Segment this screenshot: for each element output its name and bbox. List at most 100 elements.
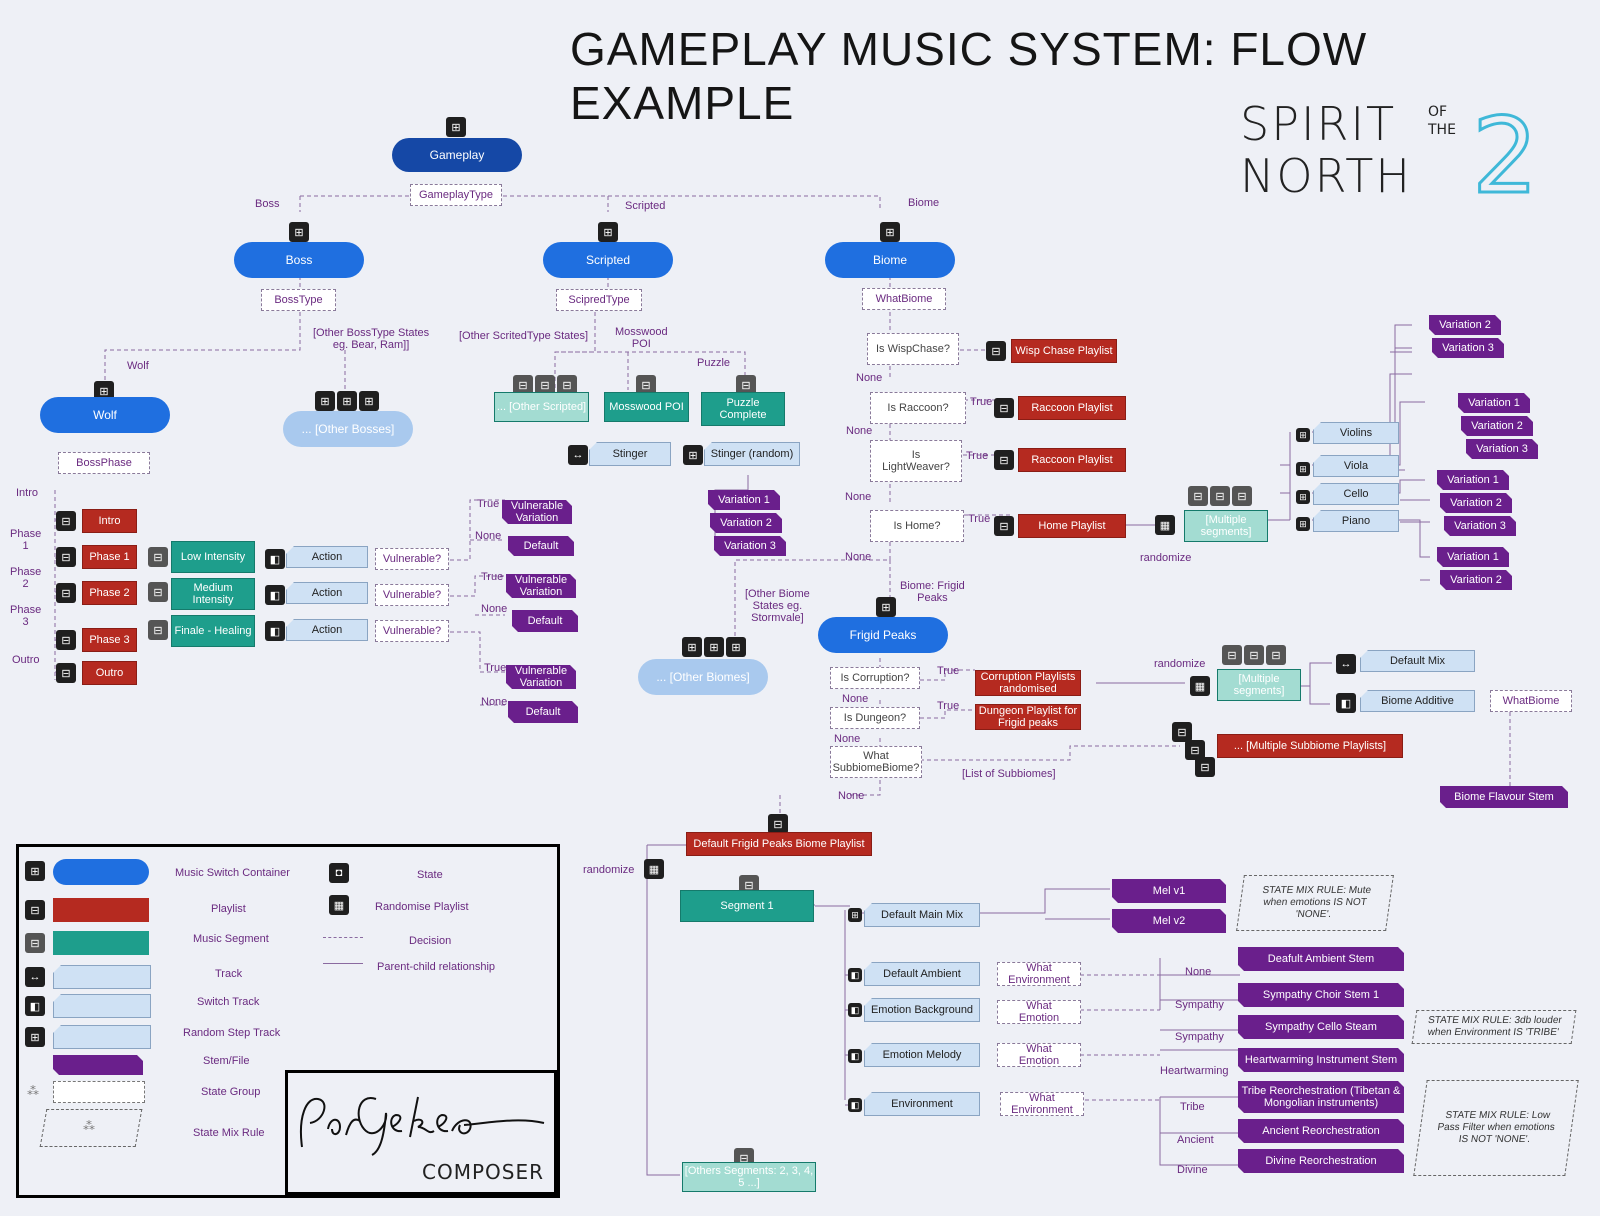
mel-v2-stem[interactable]: Mel v2 [1112,909,1226,933]
default-stem-1[interactable]: Default [508,536,574,556]
default-mix-track[interactable]: Default Mix [1360,650,1475,672]
is-raccoon-decision[interactable]: Is Raccoon? [870,392,966,424]
other-scripted-segment[interactable]: ... [Other Scripted] [494,392,589,422]
puzzle-complete-segment[interactable]: Puzzle Complete [701,392,785,426]
viola-variation-3[interactable]: Variation 3 [1466,439,1538,459]
multiple-segments-home[interactable]: [Multiple segments] [1184,510,1268,542]
legend-switch-track-label: Switch Track [197,996,260,1008]
default-main-mix-track[interactable]: Default Main Mix [864,903,980,927]
intro-playlist[interactable]: Intro [82,509,137,533]
finale-healing-segment[interactable]: Finale - Healing [171,615,255,647]
phase2-playlist[interactable]: Phase 2 [82,581,137,605]
raccoon-playlist-2[interactable]: Raccoon Playlist [1018,448,1126,472]
outro-playlist[interactable]: Outro [82,661,137,685]
spirit-of-the-north-2-logo: SPIRIT OF THE NORTH 2 [1240,92,1540,219]
is-lightweaver-decision[interactable]: Is LightWeaver? [870,440,962,482]
vulnerable-decision-3[interactable]: Vulnerable? [375,620,449,642]
boss-phase-group[interactable]: BossPhase [58,452,150,474]
what-subbiome-decision[interactable]: What SubbiomeBiome? [830,746,922,778]
multiple-segments-corruption[interactable]: [Multiple segments] [1217,669,1301,701]
vulnerable-variation-2[interactable]: Vulnerable Variation [506,574,576,598]
state-mix-rule-2: STATE MIX RULE: 3db louder when Environm… [1411,1010,1577,1044]
phase1-playlist[interactable]: Phase 1 [82,545,137,569]
emotion-background-track[interactable]: Emotion Background [864,998,980,1022]
action-track-3[interactable]: Action [286,619,368,641]
default-stem-2[interactable]: Default [512,610,578,632]
boss-switch[interactable]: Boss [234,242,364,278]
sympathy-cello-stem[interactable]: Sympathy Cello Steam [1238,1015,1404,1039]
what-environment-decision-2[interactable]: What Environment [1000,1092,1084,1116]
default-stem-3[interactable]: Default [508,701,578,723]
viola-variation-1[interactable]: Variation 1 [1458,393,1530,413]
sympathy-choir-stem[interactable]: Sympathy Choir Stem 1 [1238,983,1404,1007]
stinger-variation-3[interactable]: Variation 3 [714,536,786,556]
emotion-melody-track[interactable]: Emotion Melody [864,1043,980,1067]
viola-track[interactable]: Viola [1313,455,1399,477]
cello-variation-1[interactable]: Variation 1 [1437,470,1509,490]
scripted-type-group[interactable]: ScipredType [556,289,642,311]
dungeon-playlist[interactable]: Dungeon Playlist for Frigid peaks [975,704,1081,730]
gameplay-switch[interactable]: Gameplay [392,138,522,172]
what-biome-group[interactable]: WhatBiome [862,288,946,310]
other-biomes-switch[interactable]: ... [Other Biomes] [638,659,768,695]
heartwarming-instrument-stem[interactable]: Heartwarming Instrument Stem [1238,1048,1404,1072]
violins-track[interactable]: Violins [1313,422,1399,444]
environment-track[interactable]: Environment [864,1092,980,1116]
mel-v1-stem[interactable]: Mel v1 [1112,879,1226,903]
action-track-2[interactable]: Action [286,582,368,604]
biome-switch[interactable]: Biome [825,242,955,278]
viola-variation-2[interactable]: Variation 2 [1461,416,1533,436]
what-emotion-decision-2[interactable]: What Emotion [997,1043,1081,1067]
is-dungeon-decision[interactable]: Is Dungeon? [830,707,920,729]
other-bosses-switch[interactable]: ... [Other Bosses] [283,411,413,447]
piano-variation-1[interactable]: Variation 1 [1437,547,1509,567]
ancient-reorchestration-stem[interactable]: Ancient Reorchestration [1238,1119,1404,1143]
vulnerable-decision-1[interactable]: Vulnerable? [375,548,449,570]
piano-track[interactable]: Piano [1313,510,1399,532]
wisp-chase-playlist[interactable]: Wisp Chase Playlist [1011,339,1117,363]
stinger-variation-1[interactable]: Variation 1 [708,490,780,510]
cello-track[interactable]: Cello [1313,483,1399,505]
divine-reorchestration-stem[interactable]: Divine Reorchestration [1238,1149,1404,1173]
what-environment-decision-1[interactable]: What Environment [997,962,1081,986]
boss-type-group[interactable]: BossType [261,289,336,311]
is-wispchase-decision[interactable]: Is WispChase? [867,333,959,365]
others-segments[interactable]: [Others Segments: 2, 3, 4, 5 ...] [682,1162,816,1192]
is-home-decision[interactable]: Is Home? [870,510,964,542]
is-corruption-decision[interactable]: Is Corruption? [830,667,920,689]
violins-variation-2[interactable]: Variation 2 [1429,315,1501,335]
tribe-reorchestration-stem[interactable]: Tribe Reorchestration (Tibetan & Mongoli… [1238,1081,1404,1113]
stinger-track[interactable]: Stinger [589,442,671,466]
action-track-1[interactable]: Action [286,546,368,568]
vulnerable-decision-2[interactable]: Vulnerable? [375,584,449,606]
medium-intensity-segment[interactable]: Medium Intensity [171,578,255,610]
vulnerable-variation-3[interactable]: Vulnerable Variation [506,665,576,689]
low-intensity-segment[interactable]: Low Intensity [171,541,255,573]
stinger-random-track[interactable]: Stinger (random) [704,442,800,466]
default-frigid-peaks-playlist[interactable]: Default Frigid Peaks Biome Playlist [686,832,872,856]
vulnerable-variation-1[interactable]: Vulnerable Variation [502,500,572,524]
what-biome-group-2[interactable]: WhatBiome [1490,690,1572,712]
default-ambient-stem[interactable]: Deafult Ambient Stem [1238,947,1404,971]
cello-variation-2[interactable]: Variation 2 [1440,493,1512,513]
phase3-playlist[interactable]: Phase 3 [82,628,137,652]
biome-flavour-stem[interactable]: Biome Flavour Stem [1440,786,1568,808]
piano-variation-2[interactable]: Variation 2 [1440,570,1512,590]
scripted-switch[interactable]: Scripted [543,242,673,278]
gameplay-type-group[interactable]: GameplayType [410,184,502,206]
violins-variation-3[interactable]: Variation 3 [1432,338,1504,358]
segment-1[interactable]: Segment 1 [680,890,814,922]
cello-variation-3[interactable]: Variation 3 [1444,516,1516,536]
corruption-playlists[interactable]: Corruption Playlists randomised [975,670,1081,696]
home-playlist[interactable]: Home Playlist [1018,514,1126,538]
frigid-peaks-switch[interactable]: Frigid Peaks [818,617,948,653]
wolf-switch[interactable]: Wolf [40,397,170,433]
switch-container-icon: ⊞ [598,222,618,242]
multiple-subbiome-playlists[interactable]: ... [Multiple Subbiome Playlists] [1217,734,1403,758]
stinger-variation-2[interactable]: Variation 2 [710,513,782,533]
mosswood-poi-segment[interactable]: Mosswood POI [604,392,689,422]
default-ambient-track[interactable]: Default Ambient [864,962,980,986]
raccoon-playlist-1[interactable]: Raccoon Playlist [1018,396,1126,420]
biome-additive-track[interactable]: Biome Additive [1360,690,1475,712]
what-emotion-decision-1[interactable]: What Emotion [997,1000,1081,1024]
